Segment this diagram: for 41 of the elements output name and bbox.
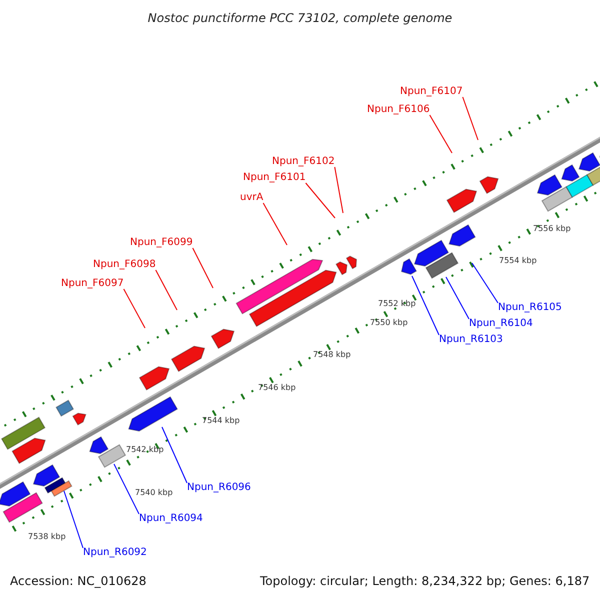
scale-label: 7544 kbp — [202, 417, 240, 425]
leader-line — [114, 464, 140, 514]
gene-label: Npun_R6092 — [83, 548, 147, 558]
gene-label: Npun_F6106 — [367, 105, 430, 115]
gene-label: Npun_R6104 — [469, 319, 533, 329]
gene-label: Npun_R6096 — [187, 483, 251, 493]
leader-line — [412, 276, 440, 336]
footer-text: Topology: circular; Length: 8,234,322 bp; Genes: 6,187 — [260, 575, 590, 587]
scale-label: 7552 kbp — [378, 300, 416, 308]
leader-line — [64, 490, 84, 548]
leader-line — [446, 276, 470, 320]
leader-line — [192, 248, 214, 288]
gene-label: Npun_F6098 — [93, 260, 156, 270]
leader-line — [123, 288, 146, 328]
leader-line — [262, 202, 288, 246]
leader-line — [462, 96, 478, 140]
leader-line — [162, 426, 188, 484]
scale-label: 7546 kbp — [258, 384, 296, 392]
gene-label: Npun_R6094 — [139, 514, 203, 524]
leader-line — [429, 114, 452, 154]
gene-label: Npun_F6101 — [243, 173, 306, 183]
gene-label: Npun_R6103 — [439, 335, 503, 345]
scale-label: 7556 kbp — [533, 225, 571, 233]
scale-label: 7542 kbp — [126, 446, 164, 454]
scale-label: 7554 kbp — [499, 257, 537, 265]
gene-label: Npun_F6099 — [130, 238, 193, 248]
gene-label: uvrA — [240, 193, 264, 203]
gene-label: Npun_R6105 — [498, 303, 562, 313]
gene-label: Npun_F6097 — [61, 279, 124, 289]
scale-label: 7540 kbp — [135, 489, 173, 497]
gene-label: Npun_F6102 — [272, 157, 335, 167]
scale-label: 7548 kbp — [313, 351, 351, 359]
footer-text: Accession: NC_010628 — [10, 575, 146, 587]
title: Nostoc punctiforme PCC 73102, complete genome — [146, 11, 454, 25]
leader-line — [472, 262, 498, 304]
gene-label: Npun_F6107 — [400, 87, 463, 97]
scale-label: 7538 kbp — [28, 533, 66, 541]
leader-line — [305, 182, 336, 218]
scale-label: 7550 kbp — [370, 319, 408, 327]
leader-line — [334, 166, 344, 214]
leader-line — [155, 270, 178, 310]
